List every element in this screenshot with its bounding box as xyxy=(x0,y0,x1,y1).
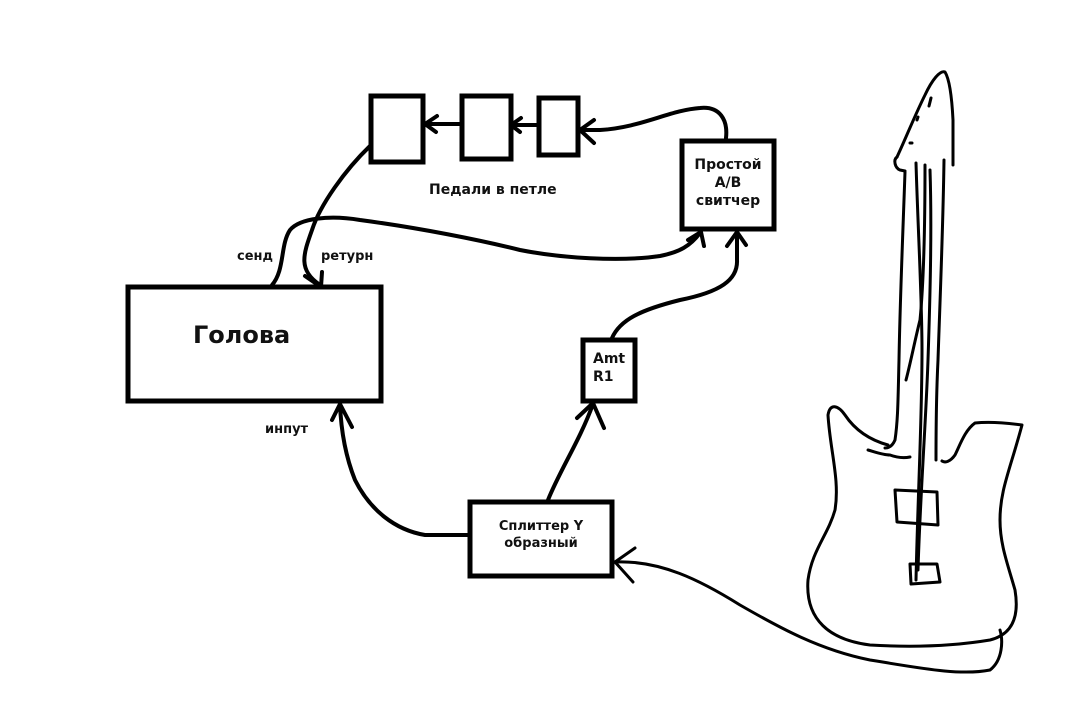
ab-switch-box xyxy=(679,138,777,232)
loop-pedals-label: Педали в петле xyxy=(429,182,557,198)
amt-label-line1: Amt xyxy=(593,351,626,367)
splitter-to-amt-wire xyxy=(546,401,606,502)
guitar-drawing xyxy=(806,70,1024,648)
return-port-label: ретурн xyxy=(321,249,374,264)
ab-switch-label-line3: свитчер xyxy=(695,193,761,210)
splitter-label-line1: Сплиттер Y xyxy=(498,519,584,534)
head-box xyxy=(125,284,384,404)
splitter-label: Сплиттер Y образный xyxy=(472,519,610,553)
head-label: Голова xyxy=(193,321,291,349)
pedal-chain-wire xyxy=(423,114,541,134)
ab-to-pedals-wire xyxy=(578,105,729,145)
pedals-to-return-wire xyxy=(302,144,372,289)
ab-switch-label: Простой A/B свитчер xyxy=(684,156,772,211)
ab-switch-label-line2: A/B xyxy=(714,175,742,192)
ab-switch-label-line1: Простой xyxy=(694,157,762,173)
amt-box xyxy=(580,337,638,404)
guitar-to-splitter-wire xyxy=(613,546,1004,674)
splitter-to-input-wire xyxy=(330,402,471,537)
send-to-ab-wire xyxy=(270,215,706,287)
pedal-box-2 xyxy=(459,93,514,162)
amt-to-ab-wire xyxy=(610,230,748,340)
amt-label-line2: R1 xyxy=(593,369,614,386)
splitter-label-line2: образный xyxy=(504,535,578,551)
send-port-label: сенд xyxy=(237,249,274,264)
pedal-box-3 xyxy=(536,95,581,158)
amt-label: Amt R1 xyxy=(593,350,625,386)
input-port-label: инпут xyxy=(265,422,309,437)
pedal-box-1 xyxy=(368,93,426,165)
splitter-box xyxy=(467,499,615,579)
